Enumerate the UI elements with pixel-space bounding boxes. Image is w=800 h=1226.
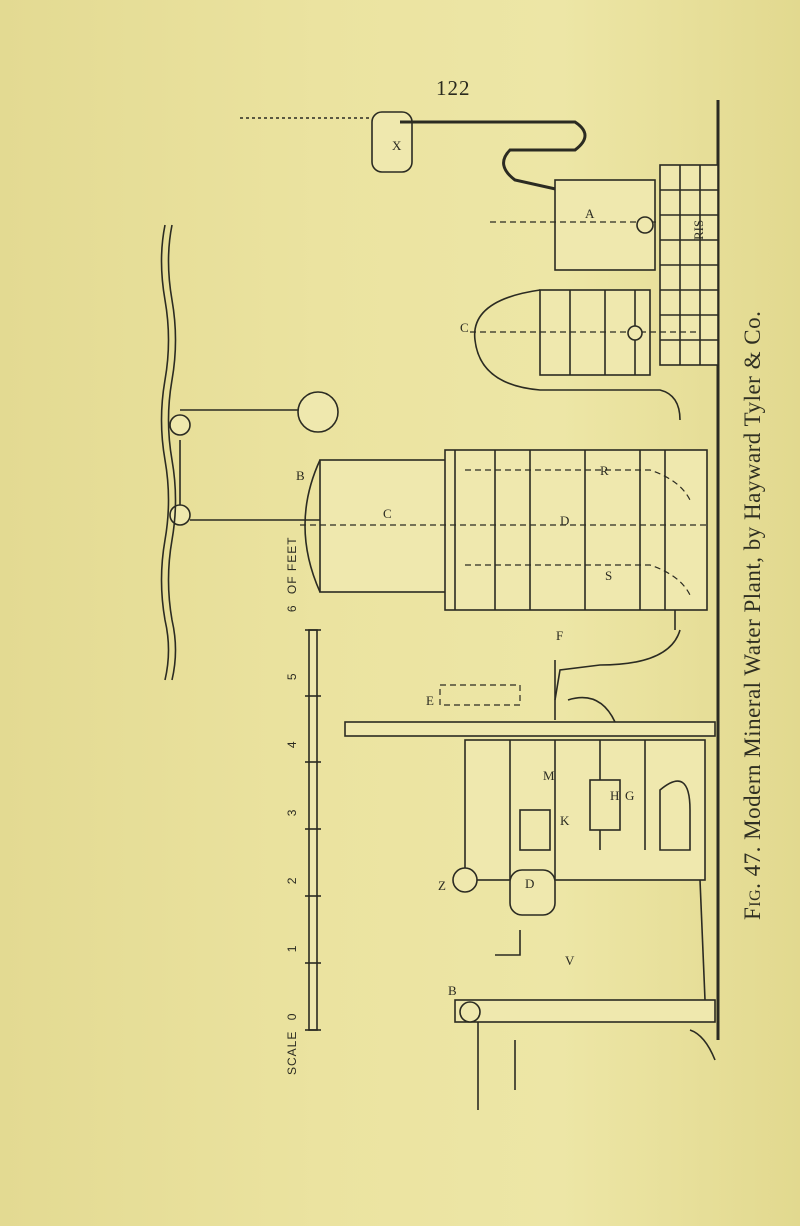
label-m: M	[543, 768, 555, 783]
label-s: S	[605, 568, 612, 583]
label-d: D	[560, 513, 569, 528]
label-b: B	[296, 468, 305, 483]
label-e: E	[426, 693, 434, 708]
label-d-lower: D	[525, 876, 534, 891]
label-c-main: C	[383, 506, 392, 521]
label-v: V	[565, 953, 575, 968]
caption-text: Modern Mineral Water Plant, by Hayward T…	[740, 310, 765, 840]
label-r: R	[600, 463, 609, 478]
label-z: Z	[438, 878, 446, 893]
label-x: X	[392, 138, 402, 153]
scale-tick-3: 3	[285, 808, 299, 817]
label-k: K	[560, 813, 570, 828]
label-g: G	[625, 788, 634, 803]
brick-column	[659, 164, 719, 366]
scale-bar	[305, 629, 321, 1031]
scale-tick-1: 1	[285, 944, 299, 953]
label-f: F	[556, 628, 563, 643]
caption-figure-number: Fig. 47.	[740, 846, 765, 920]
label-ris: RIS	[691, 220, 706, 240]
scale-tick-5: 5	[285, 672, 299, 681]
label-h: H	[610, 788, 619, 803]
scale-tick-0: 0	[285, 1012, 299, 1021]
scale-tick-6: 6	[285, 604, 299, 613]
scale-tick-2: 2	[285, 876, 299, 885]
figure-caption: Fig. 47. Modern Mineral Water Plant, by …	[740, 300, 766, 920]
scale-label-group: SCALE 0 1 2 3 4 5 6 OF FEET	[285, 536, 299, 1075]
scale-label: SCALE	[285, 1030, 299, 1075]
label-c-upper: C	[460, 320, 469, 335]
label-b-lower: B	[448, 983, 457, 998]
scale-tick-4: 4	[285, 740, 299, 749]
label-a: A	[585, 206, 595, 221]
scale-unit: OF FEET	[285, 536, 299, 595]
page-number: 122	[436, 76, 471, 100]
